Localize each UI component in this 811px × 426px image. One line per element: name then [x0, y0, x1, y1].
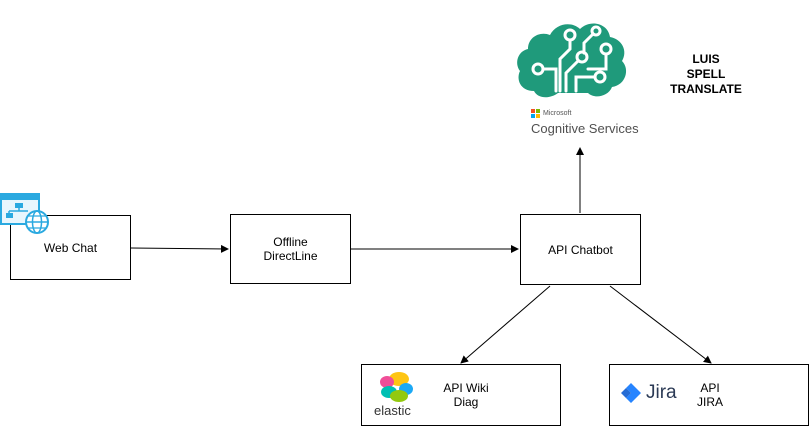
feature-item: SPELL — [686, 67, 726, 81]
elastic-logo-icon — [380, 372, 413, 402]
api-chatbot-label: API Chatbot — [548, 242, 613, 257]
edge-chatbot-to-wiki — [460, 285, 551, 364]
feature-item: TRANSLATE — [670, 82, 742, 96]
elastic-logo-text: elastic — [374, 403, 411, 418]
jira-logo-text: Jira — [646, 382, 677, 403]
offline-directline-label: Offline DirectLine — [263, 235, 318, 263]
api-chatbot-node[interactable]: API Chatbot — [520, 214, 641, 285]
api-jira-label: API JIRA — [696, 381, 723, 409]
offline-directline-node[interactable]: Offline DirectLine — [230, 214, 351, 284]
edge-chatbot-to-jira — [609, 285, 712, 364]
microsoft-brand-text: Microsoft — [543, 110, 572, 117]
cognitive-services-title: Cognitive Services — [531, 121, 639, 136]
api-jira-node[interactable]: API JIRA — [609, 364, 809, 426]
feature-item: LUIS — [692, 52, 720, 66]
cognitive-features-list: LUIS SPELL TRANSLATE — [660, 52, 752, 97]
web-app-icon — [0, 193, 49, 234]
microsoft-logo-icon — [531, 109, 540, 118]
web-chat-label: Web Chat — [43, 240, 98, 255]
edge-webchat-to-directline — [130, 244, 229, 253]
brain-circuit-icon — [517, 23, 627, 98]
jira-logo-icon — [621, 383, 641, 403]
microsoft-brand: Microsoft — [531, 109, 571, 118]
api-wiki-label: API Wiki Diag — [443, 381, 489, 409]
